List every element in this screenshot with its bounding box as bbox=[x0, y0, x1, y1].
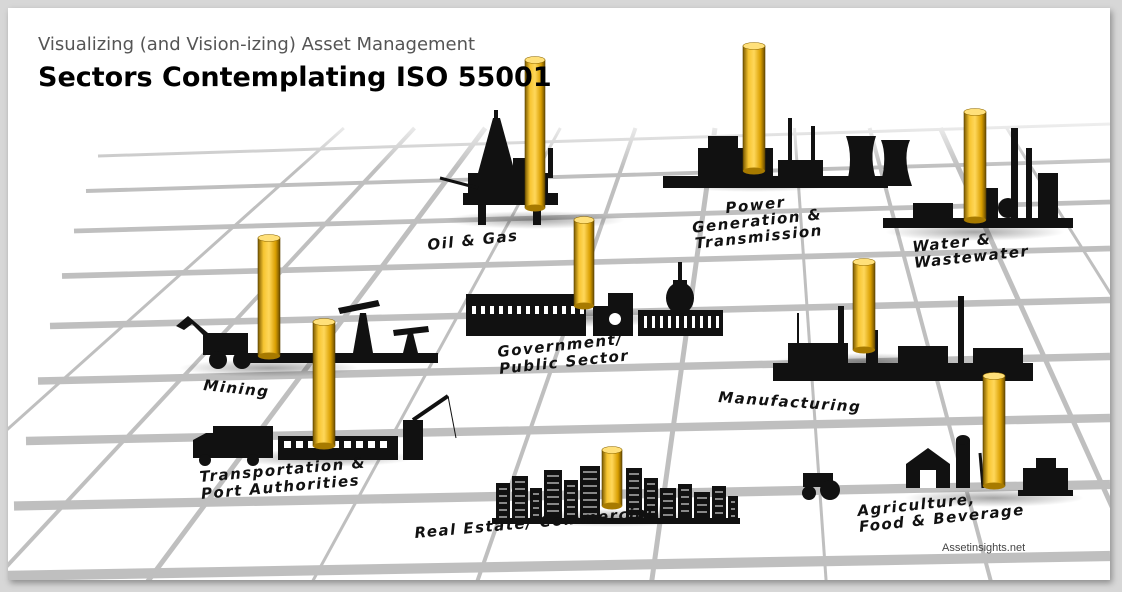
pillar-mining bbox=[257, 234, 281, 360]
sector-power: PowerGeneration &Transmission bbox=[663, 42, 912, 253]
pillar-government bbox=[573, 216, 595, 310]
credit-text: Assetinsights.net bbox=[942, 542, 1026, 554]
city-skyline-icon bbox=[492, 466, 740, 524]
pillar-power bbox=[742, 42, 766, 175]
sector-label-power: PowerGeneration &Transmission bbox=[690, 189, 825, 252]
sector-manufacturing: Manufacturing bbox=[718, 258, 1033, 416]
page-title: Sectors Contemplating ISO 55001 bbox=[38, 62, 552, 93]
sector-label-manufacturing: Manufacturing bbox=[718, 388, 862, 416]
sector-agriculture: Agriculture,Food & Beverage bbox=[802, 372, 1084, 536]
sector-label-oil-gas: Oil & Gas bbox=[427, 227, 520, 254]
excavator-pumpjack-icon bbox=[176, 300, 438, 369]
pillar-transportation bbox=[312, 318, 336, 450]
subtitle: Visualizing (and Vision-izing) Asset Man… bbox=[38, 34, 476, 55]
sector-label-transportation: Transportation &Port Authorities bbox=[199, 453, 368, 502]
capitol-building-icon bbox=[466, 262, 723, 336]
sector-label-line: Manufacturing bbox=[718, 388, 862, 416]
pillar-manufacturing bbox=[852, 258, 876, 354]
pillar-water bbox=[963, 108, 987, 224]
farm-icon bbox=[802, 435, 1073, 500]
sector-oil-gas: Oil & Gas bbox=[427, 56, 625, 254]
sector-label-line: Mining bbox=[203, 376, 271, 401]
factory-icon bbox=[773, 296, 1033, 381]
sector-real-estate: Real Estate/ Commercial bbox=[414, 446, 740, 542]
pillar-oil-gas bbox=[524, 56, 546, 212]
pillar-agriculture bbox=[982, 372, 1006, 490]
pillar-real-estate bbox=[601, 446, 623, 510]
sector-transportation: Transportation &Port Authorities bbox=[193, 318, 457, 503]
sector-label-line: Oil & Gas bbox=[427, 227, 520, 254]
sector-label-mining: Mining bbox=[203, 376, 271, 401]
